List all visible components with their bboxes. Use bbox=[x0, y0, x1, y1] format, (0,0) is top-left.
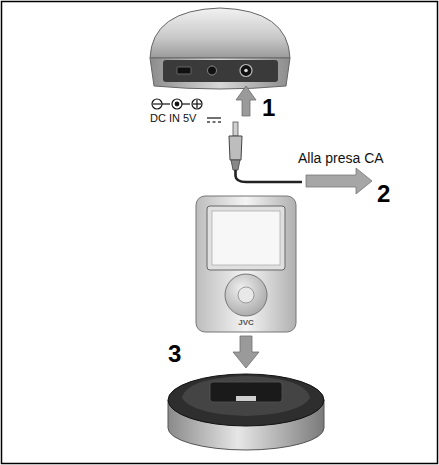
portable-player bbox=[196, 196, 296, 332]
callout-number: 2 bbox=[377, 182, 390, 206]
port-label: DC IN 5V bbox=[150, 113, 196, 124]
callout-number: 3 bbox=[168, 342, 181, 366]
callout-number: 1 bbox=[262, 96, 275, 120]
dc-symbol bbox=[207, 118, 221, 122]
dc-plug bbox=[229, 122, 302, 182]
speaker-unit bbox=[150, 8, 290, 89]
outlet-label: Alla presa CA bbox=[298, 151, 384, 165]
insert-arrow bbox=[233, 336, 259, 368]
brand-mark: JVC bbox=[238, 319, 254, 327]
polarity-symbol bbox=[152, 99, 202, 109]
dock-base bbox=[168, 374, 324, 450]
insert-arrow bbox=[236, 86, 256, 116]
outlet-arrow bbox=[306, 168, 372, 194]
